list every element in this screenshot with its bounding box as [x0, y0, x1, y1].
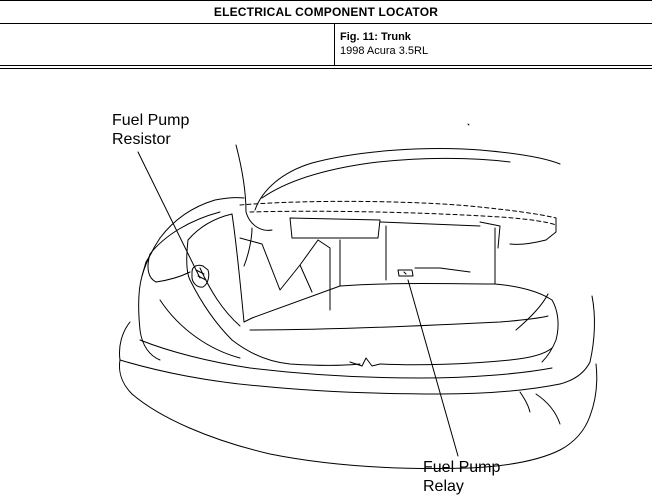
rear-body — [119, 237, 598, 469]
page-header: ELECTRICAL COMPONENT LOCATOR — [0, 0, 652, 24]
callout-fuel-pump-resistor: Fuel Pump Resistor — [112, 111, 189, 149]
callout-leaders — [137, 151, 459, 457]
resistor-leader-line — [137, 151, 201, 279]
figure-subtitle: 1998 Acura 3.5RL — [340, 45, 429, 57]
resistor-label-line2: Resistor — [112, 131, 171, 148]
figure-info-row: Fig. 11: Trunk 1998 Acura 3.5RL — [0, 24, 652, 66]
trunk-lid — [235, 123, 561, 267]
figure-info-cell: Fig. 11: Trunk 1998 Acura 3.5RL — [340, 30, 640, 58]
figure-info-blank-cell — [0, 24, 335, 65]
trunk-interior — [149, 197, 553, 331]
relay-label-line2: Relay — [423, 478, 464, 495]
resistor-label-line1: Fuel Pump — [112, 112, 190, 129]
relay-leader-line — [407, 279, 459, 457]
header-divider — [0, 68, 652, 69]
figure-title: Fig. 11: Trunk — [340, 31, 411, 43]
callout-fuel-pump-relay: Fuel Pump Relay — [423, 458, 500, 496]
relay-label-line1: Fuel Pump — [423, 459, 501, 476]
header-title: ELECTRICAL COMPONENT LOCATOR — [213, 5, 439, 19]
